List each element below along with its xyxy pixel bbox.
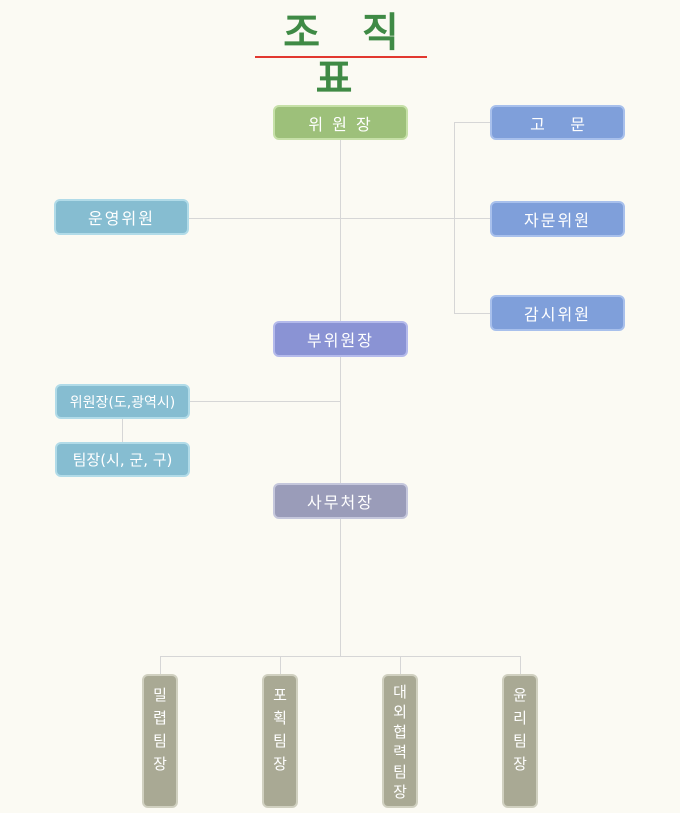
- connector-team-4: [520, 656, 521, 676]
- vice-chairman-box: 부위원장: [273, 321, 408, 357]
- team-char: 협: [393, 723, 407, 741]
- team-leader-box: 팀장(시, 군, 구): [55, 442, 190, 477]
- team-char: 포: [273, 686, 287, 704]
- team-char: 력: [393, 743, 407, 761]
- chairman-box: 위 원 장: [273, 105, 408, 140]
- team-char: 팀: [153, 732, 167, 750]
- team-char: 윤: [513, 686, 527, 704]
- regional-chairman-box: 위원장(도,광역시): [55, 384, 190, 419]
- connector-team-2: [280, 656, 281, 676]
- connector-committee-row: [188, 218, 492, 219]
- team-char: 장: [153, 755, 167, 773]
- connector-main-trunk: [340, 139, 341, 657]
- team-char: 장: [513, 755, 527, 773]
- team-char: 장: [393, 783, 407, 801]
- team-char: 대: [393, 683, 407, 701]
- connector-team-1: [160, 656, 161, 676]
- team-box: 대 외 협 력 팀 장: [382, 674, 418, 808]
- connector-audit: [454, 313, 492, 314]
- audit-committee-box: 감시위원: [490, 295, 625, 331]
- team-char: 리: [513, 709, 527, 727]
- team-char: 팀: [273, 732, 287, 750]
- team-box: 포 획 팀 장: [262, 674, 298, 808]
- connector-teams-bus: [160, 656, 521, 657]
- secretary-general-box: 사무처장: [273, 483, 408, 519]
- team-box: 밀 렵 팀 장: [142, 674, 178, 808]
- team-char: 렵: [153, 709, 167, 727]
- connector-team-3: [400, 656, 401, 676]
- team-char: 장: [273, 755, 287, 773]
- connector-regional: [189, 401, 340, 402]
- team-char: 획: [273, 709, 287, 727]
- connector-team-leader: [122, 418, 123, 442]
- team-char: 팀: [393, 763, 407, 781]
- team-char: 팀: [513, 732, 527, 750]
- team-char: 밀: [153, 686, 167, 704]
- advisory-committee-box: 자문위원: [490, 201, 625, 237]
- team-box: 윤 리 팀 장: [502, 674, 538, 808]
- advisor-box: 고 문: [490, 105, 625, 140]
- page-title: 조 직 표: [283, 10, 413, 102]
- connector-advisor: [454, 122, 492, 123]
- title-underline: [255, 56, 427, 58]
- operating-committee-box: 운영위원: [54, 199, 189, 235]
- team-char: 외: [393, 703, 407, 721]
